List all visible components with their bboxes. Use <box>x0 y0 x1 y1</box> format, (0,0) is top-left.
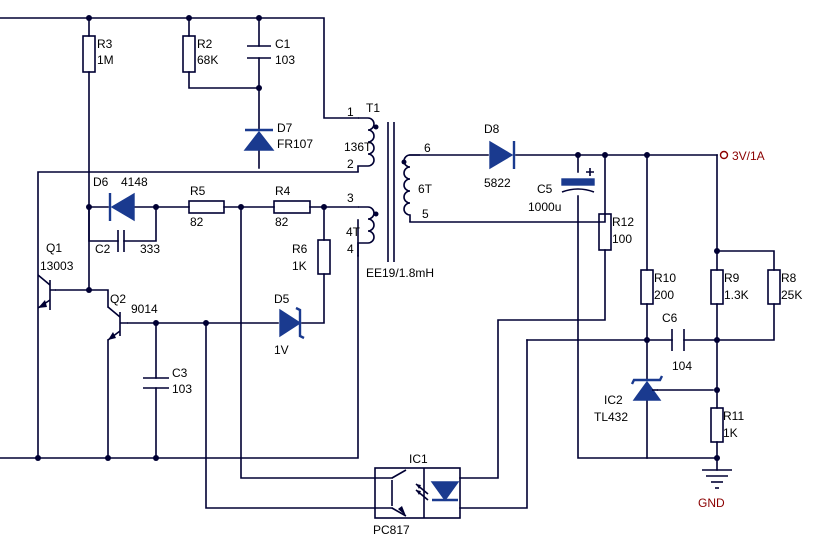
r4-ref: R4 <box>275 184 291 198</box>
resistor-r9 <box>710 269 724 305</box>
capacitor-c3 <box>143 377 169 389</box>
resistor-r11 <box>710 407 724 443</box>
r6-value: 1K <box>292 259 307 273</box>
ground-symbol <box>702 469 732 489</box>
resistor-r4 <box>273 200 311 214</box>
output-terminal[interactable] <box>719 150 729 160</box>
t1-ref: T1 <box>366 101 380 115</box>
ic2-ref: IC2 <box>604 393 623 407</box>
q1-value: 13003 <box>40 259 74 273</box>
d5-value: 1V <box>274 343 289 357</box>
resistor-r6 <box>317 239 331 275</box>
c1-ref: C1 <box>275 37 291 51</box>
c5-value: 1000u <box>528 200 561 214</box>
junction-dots <box>35 15 720 461</box>
d6-ref: D6 <box>93 175 109 189</box>
t1-core: EE19/1.8mH <box>366 266 434 280</box>
c6-ref: C6 <box>662 311 678 325</box>
t1-pin3: 3 <box>347 191 354 205</box>
capacitor-c2 <box>117 230 125 252</box>
resistor-r5 <box>188 200 225 214</box>
r6-ref: R6 <box>292 242 308 256</box>
capacitor-c6 <box>671 329 685 351</box>
resistor-r2 <box>182 35 196 73</box>
r11-ref: R11 <box>723 409 744 423</box>
ic2-value: TL432 <box>594 410 628 424</box>
t1-turns-secondary: 6T <box>418 182 433 196</box>
capacitor-c1 <box>247 45 271 59</box>
d8-value: 5822 <box>484 176 511 190</box>
diode-d6 <box>108 192 135 222</box>
component-labels: R3 1M R2 68K C1 103 D7 FR107 T1 1 136T 2… <box>40 37 802 537</box>
r4-value: 82 <box>275 215 289 229</box>
diodes <box>108 128 664 401</box>
r3-value: 1M <box>97 53 114 67</box>
q2-ref: Q2 <box>110 292 126 306</box>
d5-ref: D5 <box>274 292 290 306</box>
c2-value: 333 <box>140 242 160 256</box>
ic1-ref: IC1 <box>409 452 428 466</box>
r10-ref: R10 <box>654 271 676 285</box>
transformer-t1 <box>357 117 420 262</box>
r8-ref: R8 <box>781 271 797 285</box>
c6-value: 104 <box>672 359 692 373</box>
transistor-q1 <box>37 274 56 310</box>
resistor-r12 <box>598 213 612 251</box>
optocoupler-ic1 <box>374 467 461 519</box>
d6-value: 4148 <box>121 175 148 189</box>
t1-pin2: 2 <box>347 157 354 171</box>
r2-value: 68K <box>197 53 218 67</box>
wires <box>0 17 775 509</box>
diode-d5-zener <box>279 306 305 340</box>
resistors <box>82 35 781 443</box>
q2-value: 9014 <box>131 302 158 316</box>
r8-value: 25K <box>781 288 802 302</box>
resistor-r8 <box>767 269 781 305</box>
c1-value: 103 <box>275 53 295 67</box>
r10-value: 200 <box>654 288 674 302</box>
r5-value: 82 <box>190 215 204 229</box>
t1-pin6: 6 <box>424 141 431 155</box>
c5-ref: C5 <box>537 182 553 196</box>
c3-ref: C3 <box>172 366 188 380</box>
diode-d7 <box>243 128 275 151</box>
capacitors <box>117 45 685 389</box>
ic1-value: PC817 <box>373 523 410 537</box>
r3-ref: R3 <box>97 37 113 51</box>
d8-ref: D8 <box>484 122 500 136</box>
transistor-q2 <box>107 306 128 341</box>
q1-ref: Q1 <box>46 241 62 255</box>
resistor-r10 <box>640 269 654 305</box>
c3-value: 103 <box>172 382 192 396</box>
r9-ref: R9 <box>724 271 740 285</box>
shunt-regulator-ic2 <box>630 375 664 401</box>
gnd-label: GND <box>698 496 725 510</box>
capacitor-c5-electrolytic <box>561 168 595 193</box>
r11-value: 1K <box>723 426 738 440</box>
resistor-r3 <box>82 35 96 73</box>
c2-ref: C2 <box>95 242 111 256</box>
d7-value: FR107 <box>277 137 313 151</box>
t1-turns-aux: 4T <box>346 225 361 239</box>
t1-turns-primary: 136T <box>344 140 372 154</box>
t1-pin5: 5 <box>422 207 429 221</box>
r12-ref: R12 <box>612 215 634 229</box>
r9-value: 1.3K <box>724 288 749 302</box>
r5-ref: R5 <box>190 184 206 198</box>
t1-pin1: 1 <box>347 105 354 119</box>
r2-ref: R2 <box>197 37 213 51</box>
output-label: 3V/1A <box>732 149 765 163</box>
r12-value: 100 <box>612 232 632 246</box>
diode-d8 <box>489 140 516 170</box>
d7-ref: D7 <box>277 121 293 135</box>
t1-pin4: 4 <box>347 242 354 256</box>
